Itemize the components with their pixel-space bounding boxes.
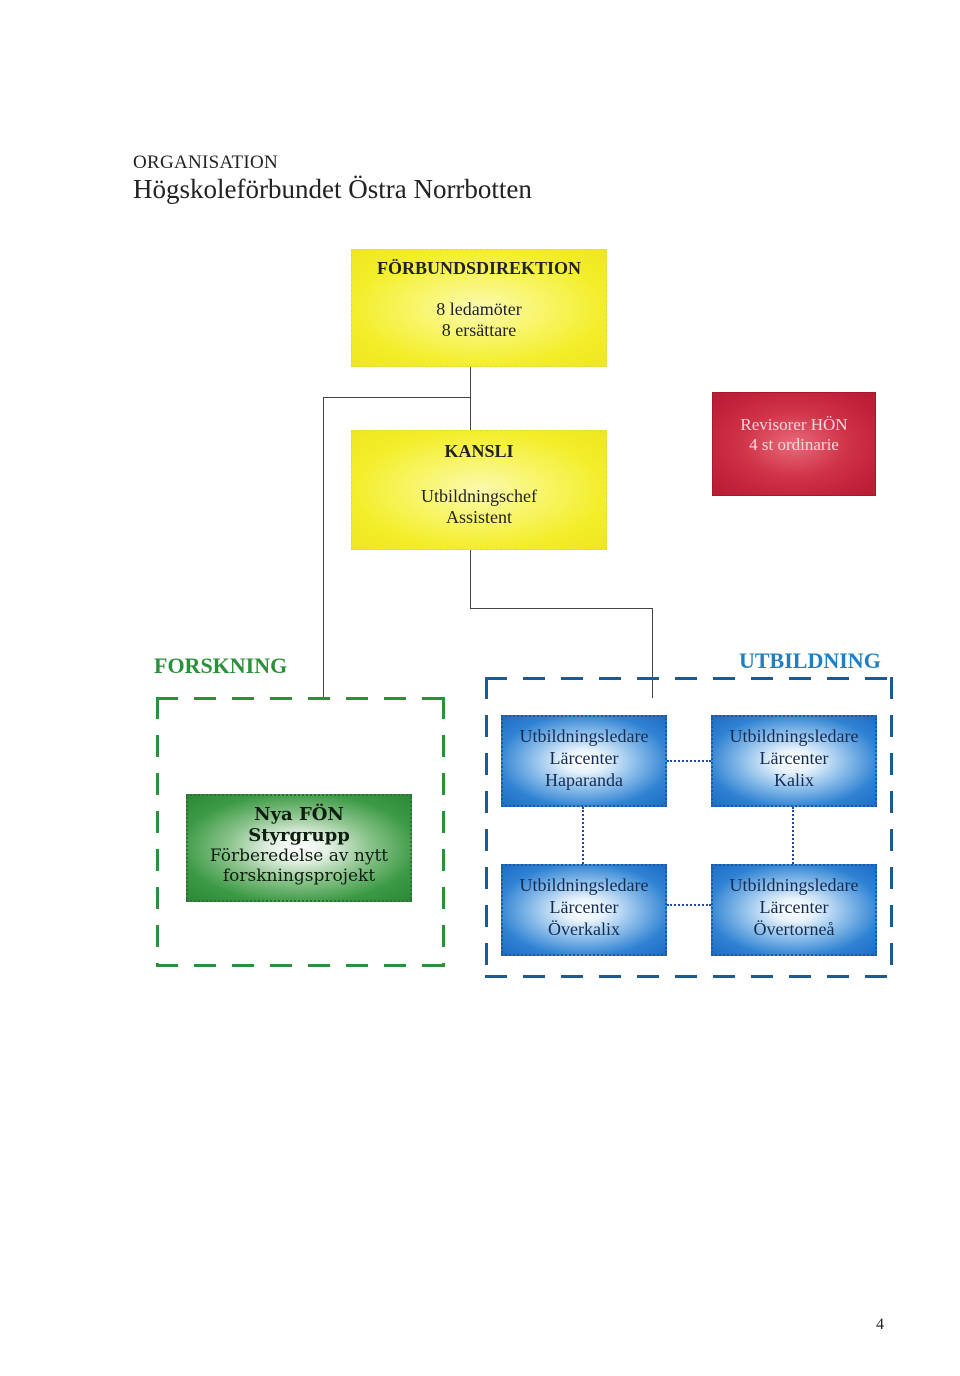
revisorer-line1: Revisorer HÖN — [740, 415, 848, 434]
dotted-connector — [667, 760, 711, 762]
kansli-line2: Assistent — [445, 507, 512, 527]
kansli-line1: Utbildningschef — [421, 486, 537, 506]
larcenter-haparanda-box: Utbildningsledare Lärcenter Haparanda — [501, 715, 667, 807]
nya-fon-line2: Styrgrupp — [248, 825, 350, 846]
forbundsdirektion-line2: 8 ersättare — [441, 320, 517, 340]
nya-fon-line1: Nya FÖN — [254, 804, 344, 825]
nya-fon-box: Nya FÖN Styrgrupp Förberedelse av nytt f… — [186, 794, 412, 902]
larcenter-role: Utbildningsledare — [729, 726, 859, 746]
connector — [470, 608, 653, 609]
larcenter-role: Utbildningsledare — [519, 726, 649, 746]
nya-fon-line3: Förberedelse av nytt — [209, 846, 389, 866]
utbildning-frame-bottom — [485, 975, 893, 978]
dotted-connector — [582, 807, 584, 864]
kansli-title: KANSLI — [444, 441, 514, 461]
utbildning-frame-top — [485, 677, 893, 680]
kansli-box: KANSLI Utbildningschef Assistent — [351, 430, 607, 550]
larcenter-place: Övertorneå — [753, 919, 835, 939]
larcenter-place: Kalix — [774, 770, 814, 790]
utbildning-frame-left — [485, 677, 488, 977]
document-title: Högskoleförbundet Östra Norrbotten — [133, 174, 532, 204]
revisorer-box: Revisorer HÖN 4 st ordinarie — [712, 392, 876, 496]
larcenter-overkalix-box: Utbildningsledare Lärcenter Överkalix — [501, 864, 667, 956]
connector — [470, 550, 471, 608]
larcenter-overtornea-box: Utbildningsledare Lärcenter Övertorneå — [711, 864, 877, 956]
larcenter-kalix-box: Utbildningsledare Lärcenter Kalix — [711, 715, 877, 807]
larcenter-type: Lärcenter — [759, 897, 829, 917]
forskning-label: FORSKNING — [154, 653, 288, 678]
connector — [323, 397, 471, 398]
larcenter-role: Utbildningsledare — [519, 875, 649, 895]
connector — [323, 397, 324, 697]
forskning-frame-bottom — [156, 964, 445, 967]
dotted-connector — [792, 807, 794, 864]
larcenter-type: Lärcenter — [549, 748, 619, 768]
forskning-frame-left — [156, 697, 159, 967]
dotted-connector — [667, 904, 711, 906]
larcenter-type: Lärcenter — [549, 897, 619, 917]
larcenter-place: Överkalix — [548, 919, 620, 939]
forbundsdirektion-line1: 8 ledamöter — [436, 299, 522, 319]
revisorer-line2: 4 st ordinarie — [749, 435, 839, 454]
utbildning-label: UTBILDNING — [739, 648, 881, 673]
document-label: ORGANISATION — [133, 152, 279, 173]
larcenter-role: Utbildningsledare — [729, 875, 859, 895]
larcenter-type: Lärcenter — [759, 748, 829, 768]
connector — [652, 608, 653, 698]
utbildning-frame-right — [890, 677, 893, 977]
larcenter-place: Haparanda — [545, 770, 623, 790]
forskning-frame-top — [156, 697, 445, 700]
forskning-frame-right — [442, 697, 445, 967]
connector — [470, 367, 471, 431]
forbundsdirektion-box: FÖRBUNDSDIREKTION 8 ledamöter 8 ersättar… — [351, 249, 607, 367]
page-number: 4 — [876, 1316, 884, 1333]
forbundsdirektion-title: FÖRBUNDSDIREKTION — [376, 258, 582, 278]
nya-fon-line4: forskningsprojekt — [222, 866, 376, 886]
